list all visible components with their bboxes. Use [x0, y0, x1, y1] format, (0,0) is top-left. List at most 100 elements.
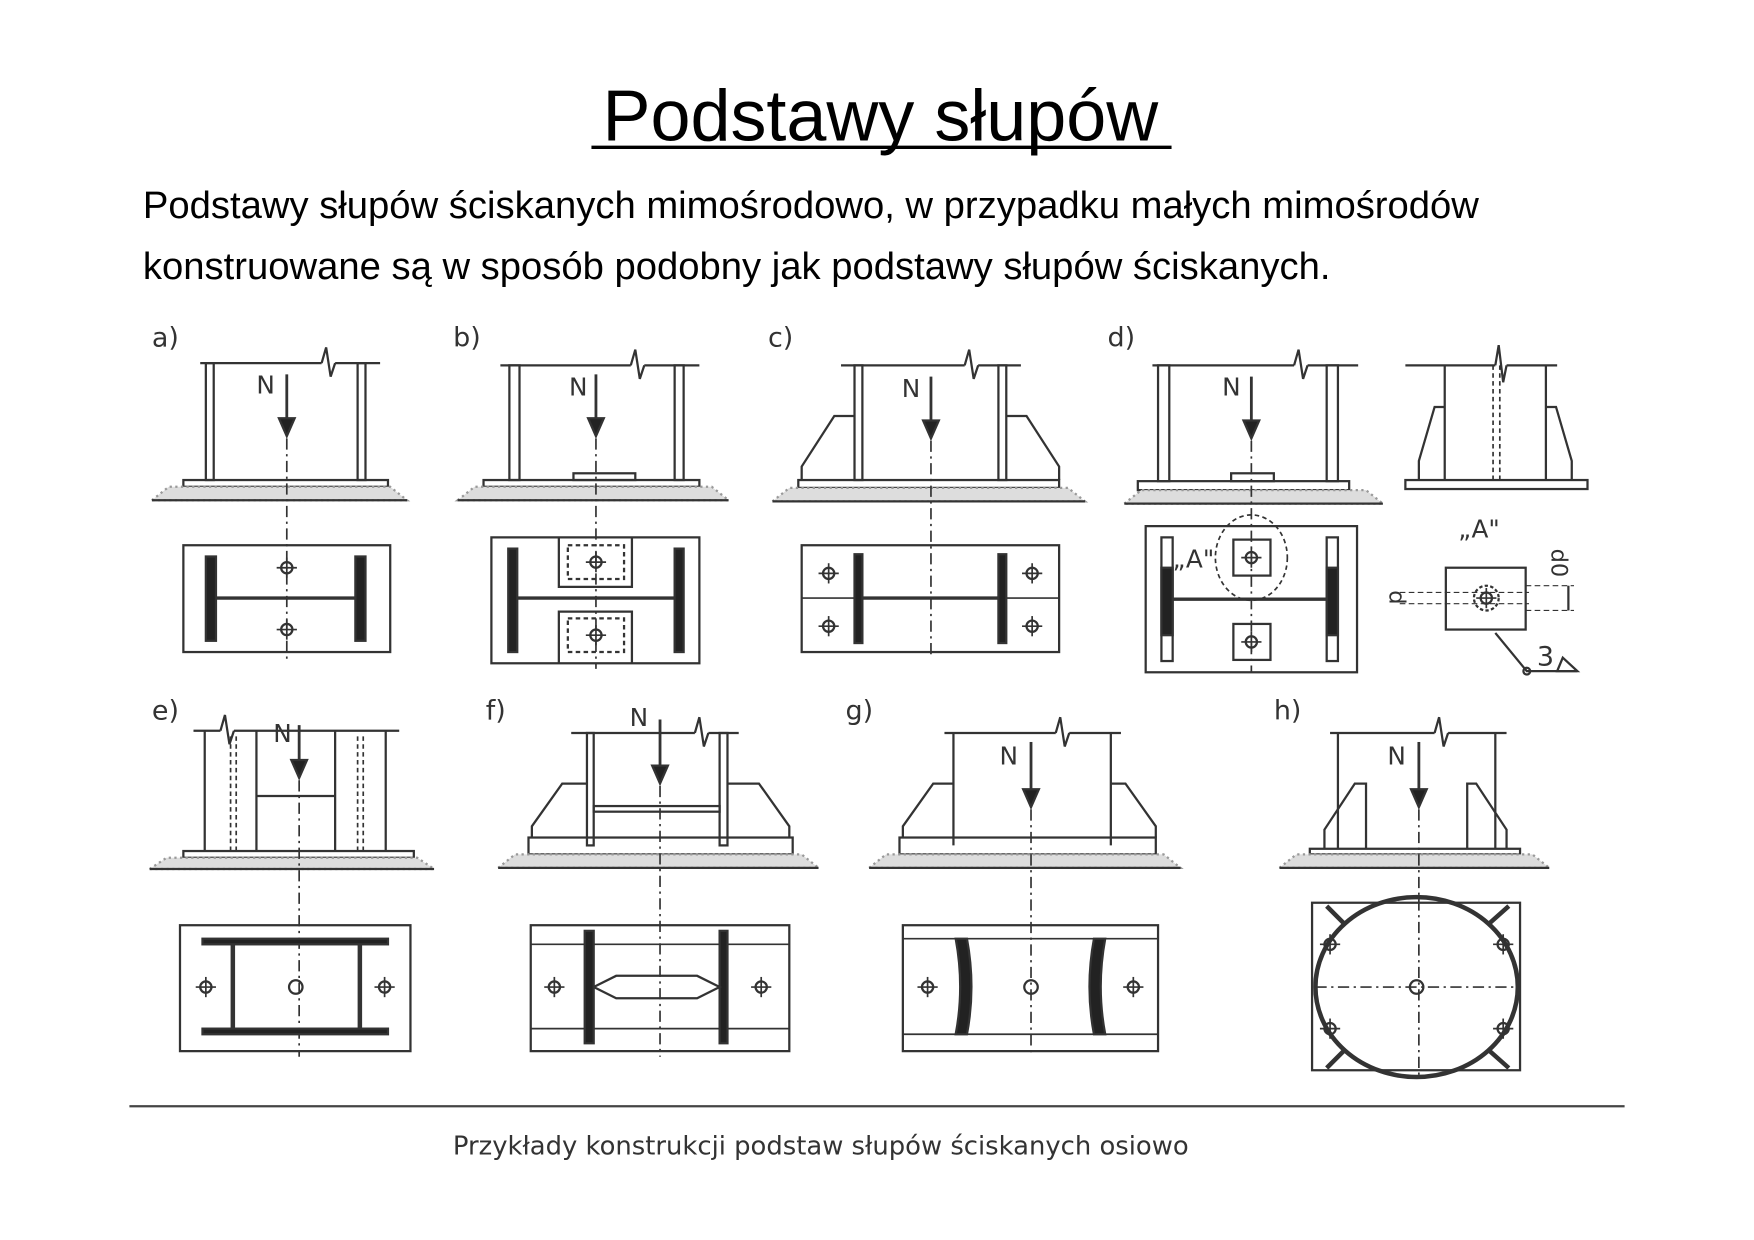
break-mark [963, 349, 980, 380]
column-flange-plan [204, 555, 218, 642]
gusset-plate [1006, 414, 1061, 481]
foundation-grout [148, 485, 411, 502]
base-plate-plan [178, 924, 412, 1053]
foundation-grout [1276, 853, 1553, 870]
gusset-plate [530, 782, 587, 838]
gusset-plate [1545, 405, 1573, 481]
base-plate-plan [1144, 525, 1359, 674]
radial-stiffener [1325, 904, 1347, 926]
panel-label-b: b) [453, 322, 481, 353]
column-flange-plan [1325, 566, 1340, 637]
centering-plate [1230, 472, 1275, 483]
intro-line-2: konstruowane są w sposób podobny jak pod… [143, 245, 1331, 288]
detail-ref-label: „A" [1173, 545, 1215, 574]
column-flange [204, 361, 215, 482]
anchor-washer [566, 544, 626, 581]
radial-stiffener [1487, 1048, 1511, 1070]
column-flange-plan [1160, 566, 1174, 637]
column-web [593, 974, 723, 1000]
gusset-plate [1466, 782, 1508, 849]
column-flange-plan [673, 547, 685, 654]
base-plate-plan [529, 924, 791, 1053]
foundation-grout [145, 856, 438, 871]
force-arrow-head [1241, 419, 1261, 442]
radial-stiffener [1325, 1048, 1347, 1070]
force-label-d: N [1222, 373, 1241, 402]
gusset-plate [901, 782, 954, 838]
break-mark [629, 349, 646, 380]
anchor-washer [566, 617, 626, 654]
break-mark [219, 714, 236, 745]
dimension-d0: d0 [1546, 549, 1572, 578]
gusset-plate [727, 782, 791, 838]
column-flange-plan [853, 553, 864, 645]
foundation-grout [865, 853, 1184, 870]
intro-line-1: Podstawy słupów ściskanych mimośrodowo, … [143, 184, 1479, 227]
break-mark [320, 347, 337, 377]
dimension-d: d [1384, 590, 1410, 604]
force-label-f: N [630, 703, 649, 732]
column-flange [673, 364, 685, 482]
weld-size: 3 [1537, 642, 1554, 673]
base-plate [898, 836, 1157, 856]
force-arrow-head [1409, 788, 1429, 810]
anchor-plate [557, 537, 634, 588]
column-flange-plan [354, 555, 367, 642]
centering-plate [572, 472, 637, 482]
panel-label-e: e) [152, 695, 179, 726]
column-flange [853, 364, 864, 482]
column-flange-plan [997, 553, 1008, 645]
page-title: Podstawy słupów [602, 77, 1159, 157]
foundation-grout [1121, 489, 1387, 505]
force-arrow-head [650, 764, 670, 787]
panel-label-a: a) [152, 322, 179, 353]
anchor-plate [557, 610, 634, 664]
force-label-g: N [1000, 741, 1019, 770]
detail-callout-circle [1214, 514, 1289, 602]
panel-label-h: h) [1274, 695, 1302, 726]
column-flange-plan [201, 1027, 390, 1036]
anchor-washer [1232, 538, 1272, 577]
break-mark [1494, 344, 1508, 383]
break-mark [1054, 716, 1071, 747]
column-flange-plan [1088, 937, 1107, 1036]
force-label-a: N [256, 370, 275, 399]
gusset-plate [800, 414, 855, 481]
center-hole [1023, 979, 1039, 995]
base-plate-plan [182, 544, 392, 654]
figure-caption: Przykłady konstrukcji podstaw słupów ści… [453, 1132, 1189, 1162]
column-base-drawings [145, 344, 1589, 1080]
column-flange [718, 731, 729, 847]
base-plate [1404, 478, 1589, 491]
center-hole [287, 979, 304, 995]
radial-stiffener [1487, 904, 1511, 926]
force-arrow-head [277, 417, 297, 439]
column-flange-plan [954, 937, 973, 1036]
gusset-plate [1417, 405, 1445, 481]
foundation-grout [494, 853, 822, 870]
force-label-c: N [902, 374, 921, 403]
base-plate [797, 478, 1061, 490]
column-flange [356, 361, 367, 482]
column-flange [997, 364, 1008, 482]
anchor-washer-detail [1444, 566, 1527, 631]
break-mark [1292, 349, 1309, 380]
force-arrow-head [289, 758, 309, 781]
panel-label-d: d) [1107, 322, 1135, 353]
leader-end [1522, 666, 1532, 676]
force-arrow-head [921, 419, 941, 442]
break-mark [693, 716, 710, 747]
force-arrow-head [1021, 788, 1041, 810]
column-flange-plan [583, 929, 595, 1045]
force-arrow-head [586, 417, 606, 439]
column-flange [1325, 364, 1340, 483]
column-flange-plan [201, 937, 390, 946]
panel-label-c: c) [768, 322, 793, 353]
force-label-h: N [1387, 741, 1406, 770]
foundation-grout [454, 485, 732, 502]
bolt-hole [1472, 584, 1500, 612]
base-plate [1136, 480, 1351, 492]
center-hole [1408, 979, 1425, 995]
detail-title: „A" [1458, 514, 1500, 543]
